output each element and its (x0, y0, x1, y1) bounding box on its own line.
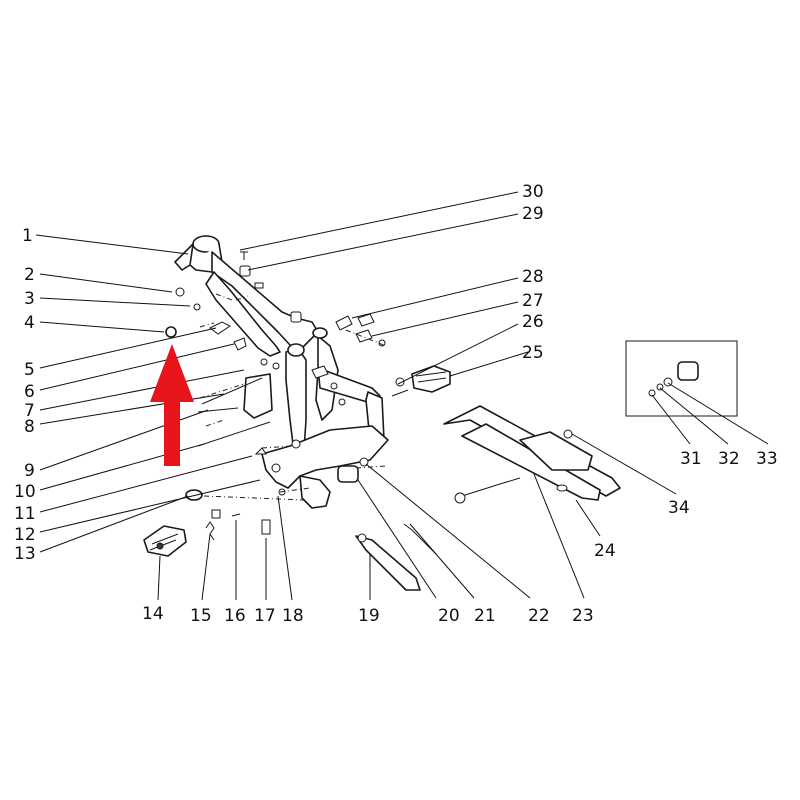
detail-inset (625, 340, 738, 417)
highlight-arrow-icon (150, 344, 194, 466)
footpeg-left (143, 525, 187, 557)
callout-28: 28 (522, 267, 544, 287)
callout-23: 23 (572, 606, 594, 626)
swing-arm (443, 405, 621, 504)
callout-18: 18 (282, 606, 304, 626)
callout-24: 24 (594, 541, 616, 561)
callout-labels: 1 2 3 4 5 6 7 8 9 10 11 12 13 14 15 16 1… (14, 182, 778, 626)
callout-25: 25 (522, 343, 544, 363)
callout-4: 4 (24, 313, 35, 333)
callout-11: 11 (14, 504, 36, 524)
callout-17: 17 (254, 606, 276, 626)
callout-12: 12 (14, 525, 36, 545)
callout-6: 6 (24, 382, 35, 402)
callout-14: 14 (142, 604, 164, 624)
callout-19: 19 (358, 606, 380, 626)
callout-20: 20 (438, 606, 460, 626)
callout-21: 21 (474, 606, 496, 626)
leader-lines (35, 191, 769, 601)
callout-9: 9 (24, 461, 35, 481)
callout-22: 22 (528, 606, 550, 626)
callout-32: 32 (718, 449, 740, 469)
callout-26: 26 (522, 312, 544, 332)
footpeg-right (391, 365, 451, 397)
callout-31: 31 (680, 449, 702, 469)
small-parts-15-17 (205, 509, 271, 541)
callout-13: 13 (14, 544, 36, 564)
callout-10: 10 (14, 482, 36, 502)
assembly-lines (199, 293, 387, 501)
side-stand (337, 457, 437, 591)
callout-34: 34 (668, 498, 690, 518)
callout-1: 1 (22, 226, 33, 246)
callout-2: 2 (24, 265, 35, 285)
callout-5: 5 (24, 360, 35, 380)
callout-7: 7 (24, 401, 35, 421)
main-frame (165, 235, 389, 509)
callout-29: 29 (522, 204, 544, 224)
callout-16: 16 (224, 606, 246, 626)
callout-33: 33 (756, 449, 778, 469)
callout-3: 3 (24, 289, 35, 309)
callout-15: 15 (190, 606, 212, 626)
callout-8: 8 (24, 417, 35, 437)
callout-27: 27 (522, 291, 544, 311)
callout-30: 30 (522, 182, 544, 202)
